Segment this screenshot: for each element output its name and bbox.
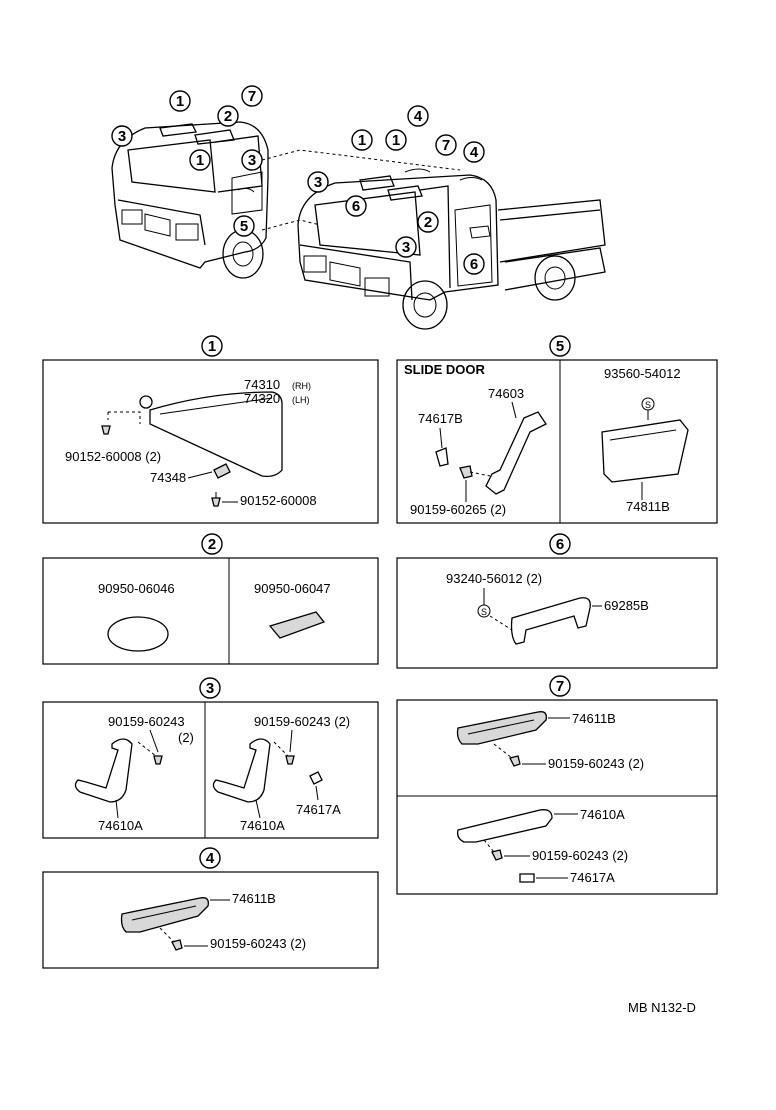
svg-text:74811B: 74811B — [626, 499, 670, 514]
svg-text:74610A: 74610A — [240, 818, 285, 833]
pickup-illustration — [297, 168, 606, 330]
svg-text:3: 3 — [118, 128, 126, 145]
section-2-mirror-parts: 2 90950-06046 90950-06047 — [42, 533, 379, 665]
svg-text:74610A: 74610A — [580, 807, 625, 822]
svg-text:4: 4 — [414, 108, 423, 125]
svg-text:7: 7 — [556, 678, 564, 695]
section-6-handle: 6 S 93240-56012 (2) 69285B — [396, 533, 718, 669]
svg-text:5: 5 — [240, 218, 248, 235]
section-1-sun-visor: 1 74310 (RH) 74320 (LH) 90152-60008 (2) … — [42, 335, 379, 524]
svg-text:(RH): (RH) — [292, 381, 311, 391]
svg-text:74603: 74603 — [488, 386, 524, 401]
svg-text:74617A: 74617A — [296, 802, 341, 817]
svg-text:74348: 74348 — [150, 470, 186, 485]
svg-text:3: 3 — [314, 174, 322, 191]
svg-text:(2): (2) — [178, 730, 194, 745]
svg-text:6: 6 — [556, 536, 564, 553]
svg-text:2: 2 — [208, 536, 216, 553]
svg-text:6: 6 — [352, 198, 360, 215]
svg-text:2: 2 — [224, 108, 232, 125]
svg-text:(LH): (LH) — [292, 395, 310, 405]
section-3-assist-grips: 3 90159-60243 (2) 74610A 90159-60243 (2)… — [42, 677, 379, 839]
svg-text:74611B: 74611B — [232, 891, 276, 906]
svg-text:90152-60008: 90152-60008 — [240, 493, 317, 508]
svg-text:93240-56012 (2): 93240-56012 (2) — [446, 571, 542, 586]
svg-text:90152-60008 (2): 90152-60008 (2) — [65, 449, 161, 464]
svg-text:3: 3 — [248, 152, 256, 169]
svg-text:7: 7 — [248, 88, 256, 105]
svg-text:1: 1 — [176, 93, 184, 110]
svg-text:90950-06046: 90950-06046 — [98, 581, 175, 596]
svg-text:7: 7 — [442, 137, 450, 154]
svg-text:1: 1 — [208, 338, 216, 355]
svg-text:1: 1 — [358, 132, 366, 149]
svg-text:93560-54012: 93560-54012 — [604, 366, 681, 381]
section-7-grips: 7 74611B 90159-60243 (2) 74610A 90159-60… — [396, 675, 718, 895]
svg-text:74310: 74310 — [244, 377, 280, 392]
svg-text:90159-60265 (2): 90159-60265 (2) — [410, 502, 506, 517]
section-4-assist-grip: 4 74611B 90159-60243 (2) — [42, 847, 379, 969]
svg-text:4: 4 — [206, 850, 215, 867]
svg-text:90159-60243 (2): 90159-60243 (2) — [548, 756, 644, 771]
svg-text:90950-06047: 90950-06047 — [254, 581, 331, 596]
svg-text:5: 5 — [556, 338, 564, 355]
svg-text:90159-60243: 90159-60243 — [108, 714, 185, 729]
svg-text:1: 1 — [392, 132, 400, 149]
svg-text:2: 2 — [424, 214, 432, 231]
svg-text:74320: 74320 — [244, 391, 280, 406]
svg-text:S: S — [645, 400, 651, 410]
leader-line — [261, 219, 321, 231]
svg-text:74610A: 74610A — [98, 818, 143, 833]
van-illustration — [111, 121, 269, 279]
diagram-code: MB N132-D — [628, 1000, 696, 1015]
svg-text:90159-60243 (2): 90159-60243 (2) — [210, 936, 306, 951]
overview-callouts: 1 2 7 3 1 3 5 1 1 4 7 4 3 6 2 3 6 — [111, 85, 485, 275]
svg-text:S: S — [481, 607, 487, 617]
section-5-slide-door: 5 SLIDE DOOR 74603 74617B 90159-60265 (2… — [396, 335, 718, 524]
svg-text:1: 1 — [196, 152, 204, 169]
svg-text:74617B: 74617B — [418, 411, 463, 426]
svg-text:3: 3 — [402, 239, 410, 256]
svg-text:4: 4 — [470, 144, 479, 161]
svg-text:69285B: 69285B — [604, 598, 649, 613]
svg-text:74617A: 74617A — [570, 870, 615, 885]
svg-text:90159-60243 (2): 90159-60243 (2) — [532, 848, 628, 863]
leader-line — [261, 149, 461, 171]
svg-text:SLIDE DOOR: SLIDE DOOR — [404, 362, 486, 377]
svg-text:90159-60243 (2): 90159-60243 (2) — [254, 714, 350, 729]
svg-text:74611B: 74611B — [572, 711, 616, 726]
svg-text:3: 3 — [206, 680, 214, 697]
svg-text:6: 6 — [470, 256, 478, 273]
